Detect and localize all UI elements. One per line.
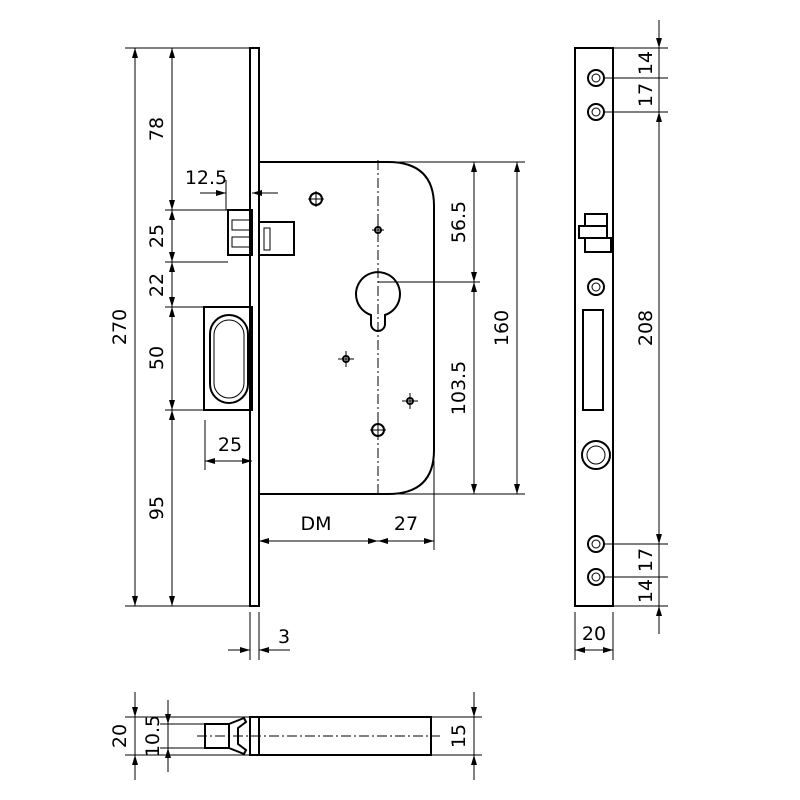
- screw-icon: [372, 224, 384, 236]
- screw-hole-icon: [587, 69, 605, 87]
- dim-270: 270: [109, 309, 131, 345]
- side-view: 14 17 208 17 14 20: [574, 20, 668, 660]
- front-view: 270 78 25 22 50 95 12.5 25 56.5 103.5 16…: [109, 47, 525, 660]
- extension-lines-bottom: [125, 716, 482, 756]
- dim-25-latch: 25: [146, 224, 168, 248]
- dim-56-5: 56.5: [448, 201, 470, 243]
- latch: [227, 209, 295, 256]
- dim-27: 27: [394, 513, 418, 535]
- extension-lines: [125, 47, 525, 660]
- dim-12-5: 12.5: [185, 167, 227, 189]
- dim-side-14-top: 14: [635, 51, 657, 75]
- dim-20-width: 20: [582, 623, 606, 645]
- dim-50: 50: [146, 346, 168, 370]
- dim-160: 160: [491, 310, 513, 346]
- latch-top: [228, 716, 248, 756]
- extension-lines-side: [574, 47, 668, 660]
- dim-78: 78: [146, 117, 168, 141]
- bottom-view: 20 10.5 15: [109, 692, 482, 780]
- dim-208: 208: [635, 310, 657, 346]
- dim-22: 22: [146, 273, 168, 297]
- screw-hole-icon: [587, 568, 605, 586]
- screw-hole-icon: [587, 535, 605, 553]
- dim-3: 3: [278, 626, 290, 648]
- faceplate-front: [574, 47, 614, 607]
- screw-icon: [338, 351, 354, 367]
- round-hole-icon: [581, 440, 611, 470]
- dim-25-bolt: 25: [218, 434, 242, 456]
- screw-hole-icon: [587, 278, 605, 296]
- dim-bottom-20: 20: [109, 724, 131, 748]
- screw-hole-icon: [587, 103, 605, 121]
- deadbolt-slot: [582, 309, 604, 411]
- dim-bottom-10-5: 10.5: [142, 715, 164, 757]
- dim-side-14-bottom: 14: [635, 579, 657, 603]
- dim-dm: DM: [300, 513, 331, 535]
- latch-front: [578, 213, 612, 253]
- dim-bottom-15: 15: [448, 724, 470, 748]
- screw-icon: [402, 393, 418, 409]
- dim-side-17-bottom: 17: [635, 548, 657, 572]
- dim-95: 95: [146, 496, 168, 520]
- dim-103-5: 103.5: [448, 361, 470, 415]
- cylinder-cutout: [355, 271, 401, 332]
- deadbolt: [203, 306, 253, 411]
- dim-side-17-top: 17: [635, 83, 657, 107]
- lock-case: [259, 161, 435, 495]
- screw-icon: [370, 422, 386, 438]
- screw-icon: [308, 191, 324, 207]
